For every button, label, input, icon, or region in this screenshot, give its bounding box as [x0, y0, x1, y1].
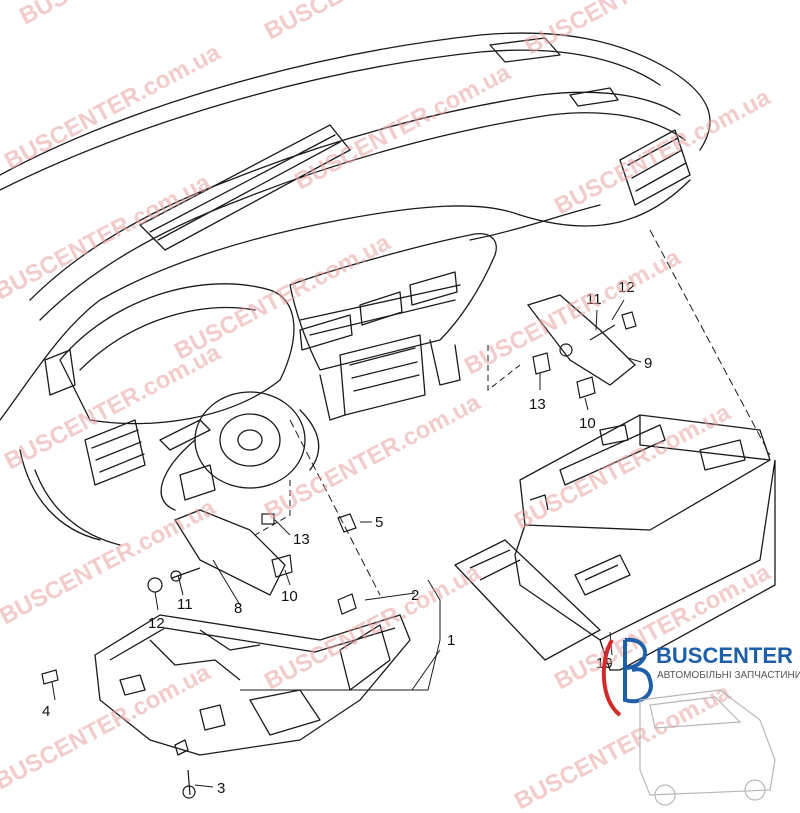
callout-4: 4 — [42, 703, 50, 720]
callout-9: 9 — [644, 355, 652, 372]
callout-12-left: 12 — [148, 615, 165, 632]
watermark: BUSCENTER.com.ua — [260, 558, 485, 695]
callout-2: 2 — [411, 587, 419, 604]
callout-labels: 1 2 3 4 5 8 9 10 10 11 11 12 12 13 13 19 — [42, 279, 652, 797]
watermark: BUSCENTER.com.ua — [15, 0, 240, 30]
watermark: BUSCENTER.com.ua — [0, 168, 215, 305]
dashboard-drawing — [0, 32, 711, 546]
logo-name: BUSCENTER — [656, 643, 793, 668]
callout-11-right: 11 — [586, 291, 602, 308]
logo-emblem — [601, 638, 622, 717]
van-illustration — [639, 689, 776, 806]
watermark: BUSCENTER.com.ua — [550, 83, 775, 220]
buscenter-logo: BUSCENTER АВТОМОБІЛЬНІ ЗАПЧАСТИНИ — [601, 637, 800, 806]
small-parts — [41, 311, 637, 799]
lower-trim-drawing — [94, 614, 411, 756]
callout-10-left: 10 — [281, 588, 298, 605]
watermark: BUSCENTER.com.ua — [0, 38, 225, 175]
callout-10-right: 10 — [579, 415, 596, 432]
watermark: BUSCENTER.com.ua — [260, 388, 485, 525]
callout-8: 8 — [234, 600, 242, 617]
callout-1: 1 — [447, 632, 455, 649]
logo-emblem-b — [623, 637, 653, 704]
logo-tagline: АВТОМОБІЛЬНІ ЗАПЧАСТИНИ — [657, 670, 800, 681]
callout-11-left: 11 — [177, 596, 193, 613]
side-cover-right — [526, 294, 636, 386]
glove-box-drawing — [454, 414, 776, 671]
side-cover-left — [174, 509, 286, 596]
callout-3: 3 — [217, 780, 225, 797]
callout-12-right: 12 — [618, 279, 635, 296]
watermark: BUSCENTER.com.ua — [0, 338, 225, 475]
callout-13-right: 13 — [529, 396, 546, 413]
callout-13-left: 13 — [293, 531, 310, 548]
callout-5: 5 — [375, 514, 383, 531]
watermark: BUSCENTER.com.ua — [0, 658, 215, 795]
